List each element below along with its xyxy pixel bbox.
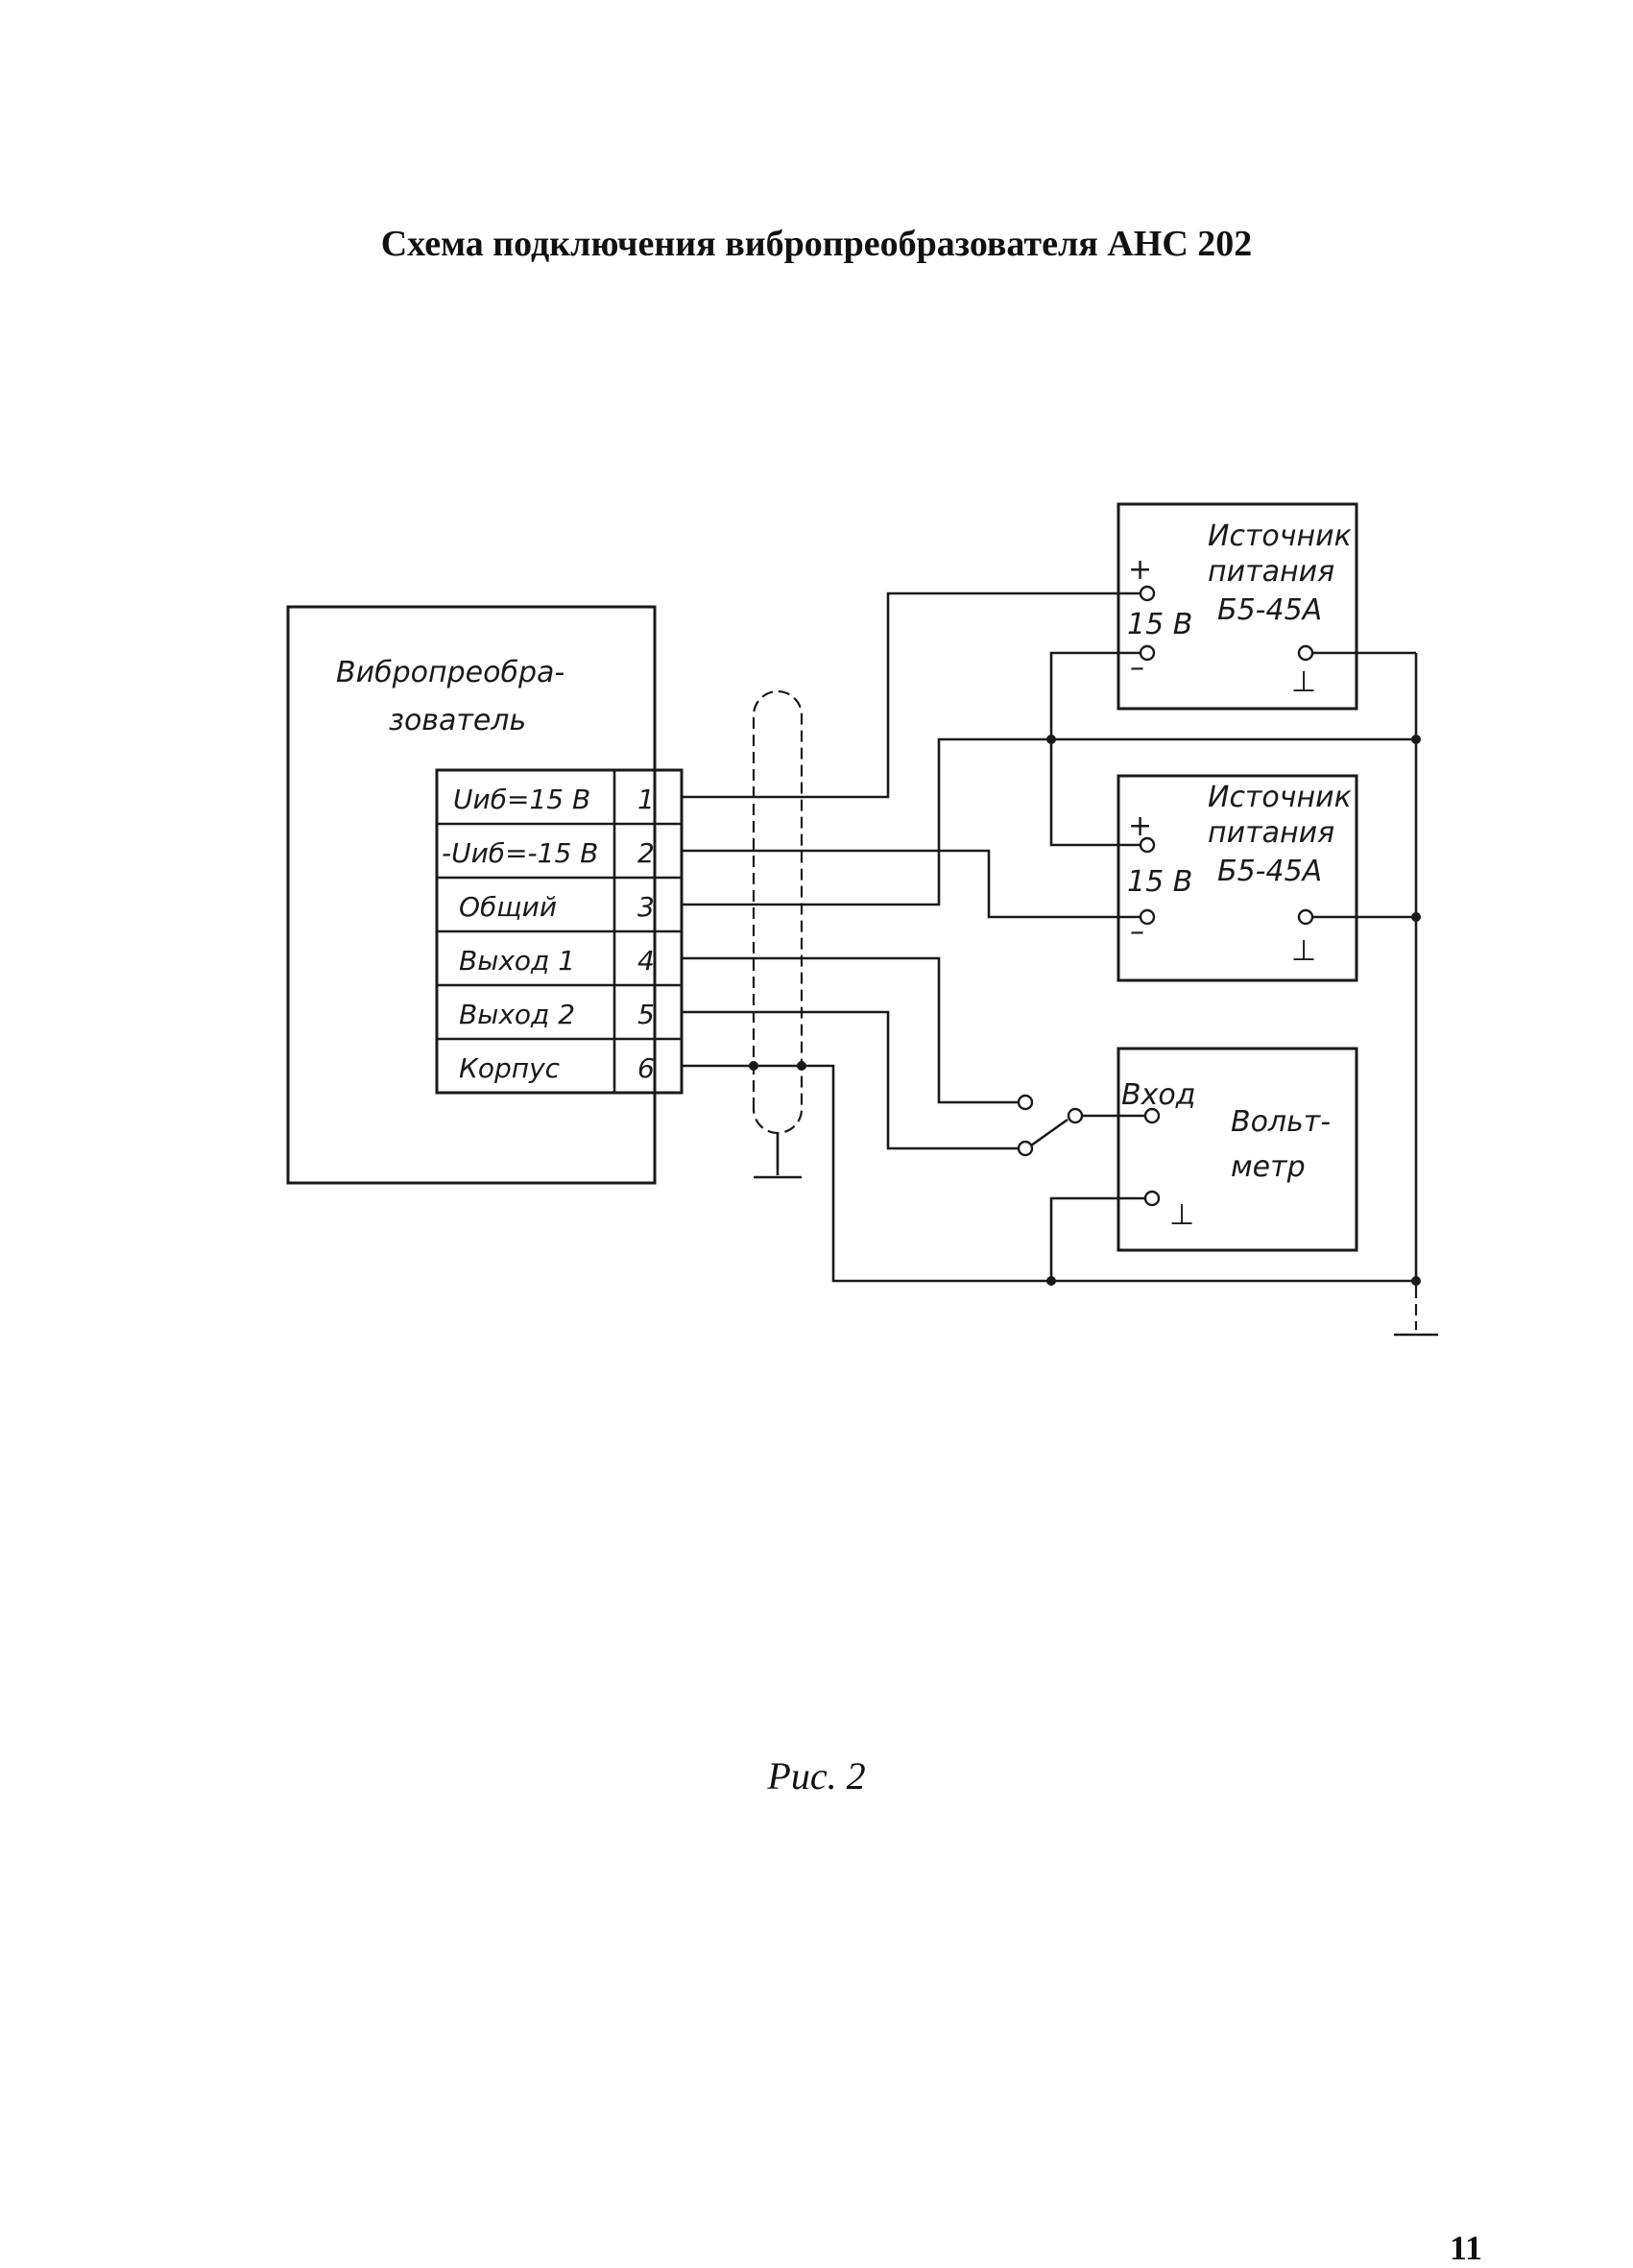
pin-6-number: 6 [637, 1052, 655, 1084]
ps2-minus-terminal [1139, 908, 1156, 926]
switch-contact-a [1017, 1094, 1034, 1111]
ps1-plus-terminal [1139, 585, 1156, 602]
voltmeter-input-terminal [1143, 1107, 1161, 1124]
voltmeter-ground: ⊥ [1169, 1198, 1194, 1232]
ps1-ground-terminal [1297, 644, 1314, 662]
transducer-label-line1: Вибропреобра- [336, 656, 564, 689]
pin-6-signal: Корпус [459, 1052, 561, 1084]
transducer-label-line2: зователь [389, 704, 526, 737]
power-supply-2-outline [1117, 774, 1358, 982]
power-supply-1: Источник питания Б5-45А + 15 В – ⊥ [1117, 502, 1358, 711]
pin-2-signal: -Uиб=-15 В [442, 837, 598, 869]
ps1-minus: – [1130, 651, 1144, 685]
pin-4-number: 4 [637, 945, 655, 977]
voltmeter: Вход Вольт- метр ⊥ [1117, 1047, 1358, 1252]
ps1-ground: ⊥ [1291, 665, 1316, 699]
ps1-plus: + [1128, 553, 1152, 587]
ps1-name-line1: Источник [1208, 519, 1352, 553]
shielded-cable [752, 689, 804, 1179]
pin-3-signal: Общий [459, 891, 557, 923]
ps2-name-line1: Источник [1208, 781, 1352, 814]
power-supply-2: Источник питания Б5-45А + 15 В – ⊥ [1117, 774, 1358, 982]
ps2-voltage: 15 В [1127, 865, 1192, 899]
voltmeter-ground-terminal [1143, 1190, 1161, 1207]
transducer-block: Вибропреобра- зователь Uиб=15 В 1 -Uиб=-… [286, 605, 684, 1185]
ps2-model: Б5-45А [1217, 855, 1322, 888]
page-title: Схема подключения вибропреобразователя А… [380, 224, 1253, 264]
switch-blade [1030, 1118, 1069, 1147]
ps2-ground-terminal [1297, 908, 1314, 926]
pin-2-number: 2 [637, 837, 655, 869]
wiring [682, 591, 1438, 1337]
ps1-voltage: 15 В [1127, 608, 1192, 641]
switch-contact-b [1017, 1140, 1034, 1157]
pin-1-number: 1 [637, 784, 655, 815]
ps2-name-line2: питания [1208, 816, 1334, 850]
pin-5-signal: Выход 2 [459, 999, 575, 1030]
ps2-plus-terminal [1139, 836, 1156, 854]
voltmeter-input-label: Вход [1121, 1078, 1195, 1112]
ps1-name-line2: питания [1208, 555, 1334, 589]
voltmeter-name-line2: метр [1231, 1150, 1306, 1184]
pin-3-number: 3 [637, 891, 655, 923]
ps2-ground: ⊥ [1291, 934, 1316, 968]
transducer-outline [286, 605, 657, 1185]
figure-caption: Рис. 2 [767, 1754, 866, 1798]
pin-5-number: 5 [637, 999, 655, 1030]
pin-table: Uиб=15 В 1 -Uиб=-15 В 2 Общий 3 Выход 1 … [435, 768, 684, 1095]
pin-1-signal: Uиб=15 В [453, 784, 590, 815]
ps1-minus-terminal [1139, 644, 1156, 662]
pin-4-signal: Выход 1 [459, 945, 575, 977]
switch-common [1067, 1107, 1084, 1124]
power-supply-1-outline [1117, 502, 1358, 711]
page-number: 11 [1450, 2229, 1483, 2267]
voltmeter-name-line1: Вольт- [1231, 1105, 1331, 1139]
voltmeter-outline [1117, 1047, 1358, 1252]
ps2-minus: – [1130, 915, 1144, 949]
ps1-model: Б5-45А [1217, 593, 1322, 627]
